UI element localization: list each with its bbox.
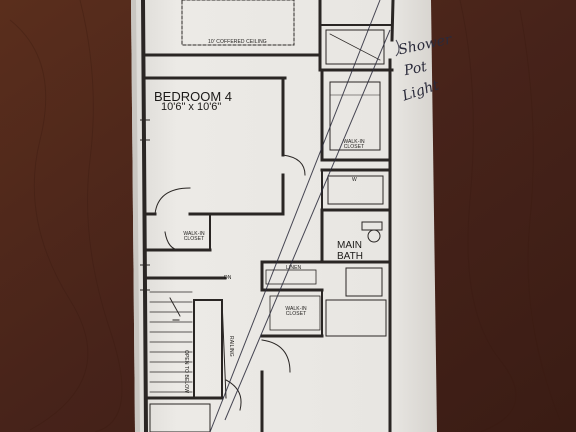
stairs-down-label: DN (224, 275, 232, 281)
pencil-lines (209, 0, 400, 432)
linen-label: LINEN (286, 265, 302, 271)
walkin-closet-upper-label: WALK-IN CLOSET (343, 139, 365, 150)
railing-label: RAILING (228, 336, 234, 357)
walkin-closet-lower-label: WALK-IN CLOSET (285, 306, 307, 317)
paper-sheet (131, 0, 437, 432)
paper-edge-shadow (131, 0, 140, 432)
bedroom-name: BEDROOM 4 (154, 89, 233, 104)
main-bath-label-line2: BATH (337, 251, 363, 262)
coffered-ceiling-label: 10' COFFERED CEILING (208, 39, 267, 45)
walkin-closet-left-label: WALK-IN CLOSET (183, 231, 205, 242)
window-marks (140, 119, 150, 291)
bedroom-dimensions: 10'6" x 10'6" (161, 101, 222, 113)
wood-grain (9, 0, 561, 432)
open-to-below-label: OPEN TO BELOW (183, 350, 189, 394)
floor-plan (140, 0, 395, 432)
main-bath-label-line1: MAIN (337, 240, 362, 251)
small-marker-label: W (352, 177, 357, 183)
